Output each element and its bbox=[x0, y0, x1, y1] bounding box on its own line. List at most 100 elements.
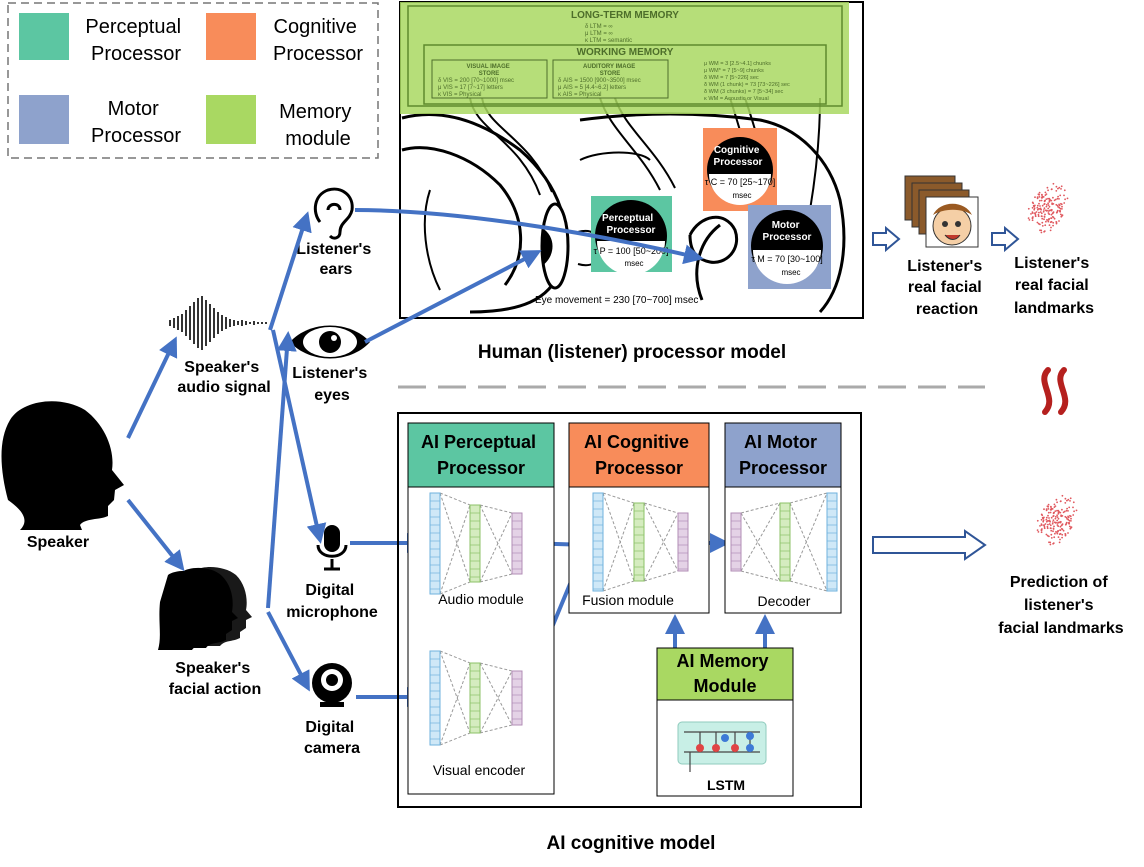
motor-badge-tau: τ M = 70 [30~100] bbox=[751, 254, 823, 264]
microphone-label: Digital microphone bbox=[286, 582, 378, 621]
long-term-memory-title: LONG-TERM MEMORY bbox=[571, 10, 679, 21]
audio-signal-l2: audio signal bbox=[177, 379, 270, 396]
visual-store-param-3: κ VIS = Physical bbox=[438, 92, 482, 98]
long-term-memory-border bbox=[407, 5, 843, 107]
long-term-memory-box bbox=[400, 2, 849, 114]
not-equal-squiggle bbox=[1041, 367, 1069, 415]
arrow-eye-perceptual bbox=[364, 250, 542, 344]
legend-swatch-cognitive bbox=[206, 13, 256, 60]
perceptual-badge-title-2: Processor bbox=[607, 225, 656, 236]
ai-memory-l1: AI Memory bbox=[676, 651, 768, 671]
audio-waveform-icon bbox=[169, 296, 267, 350]
perceptual-processor-badge: Perceptual Processor τ P = 100 [50~200] … bbox=[591, 196, 672, 275]
fusion-module-net bbox=[592, 492, 689, 592]
auditory-store-title-2: STORE bbox=[600, 71, 621, 77]
arrow-to-reaction bbox=[872, 225, 901, 253]
perceptual-badge-unit: msec bbox=[624, 259, 643, 268]
ai-cognitive-header bbox=[568, 422, 710, 488]
ai-model-title: AI cognitive model bbox=[547, 833, 716, 854]
ears-label: Listener's ears bbox=[296, 241, 375, 278]
auditory-store-title-1: AUDITORY IMAGE bbox=[583, 64, 635, 70]
legend-memory-label: Memory module bbox=[279, 101, 357, 150]
human-model-title: Human (listener) processor model bbox=[478, 342, 786, 363]
legend: Perceptual Processor Cognitive Processor… bbox=[7, 2, 379, 159]
cognitive-badge-tau: τ C = 70 [25~170] bbox=[705, 177, 776, 187]
wm-param-4: δ WM (1 chunk) = 73 [73~226] sec bbox=[704, 82, 790, 88]
working-memory-box bbox=[423, 44, 827, 105]
eyes-l1: Listener's bbox=[292, 365, 367, 382]
auditory-store-title: AUDITORY IMAGE STORE bbox=[583, 64, 637, 77]
arrow-face-camera bbox=[266, 611, 310, 692]
perceptual-badge-title: Perceptual Processor bbox=[602, 213, 656, 236]
audio-signal-l1: Speaker's bbox=[184, 359, 259, 376]
eyes-label: Listener's eyes bbox=[292, 365, 371, 404]
perceptual-badge-title-1: Perceptual bbox=[602, 213, 653, 224]
legend-cognitive-l2: Processor bbox=[273, 43, 363, 65]
predicted-landmarks-icon bbox=[1036, 494, 1078, 546]
legend-cognitive-l1: Cognitive bbox=[274, 16, 357, 38]
real-landmarks-label: Listener's real facial landmarks bbox=[1014, 255, 1094, 317]
microphone-l1: Digital bbox=[305, 582, 354, 599]
prediction-l1: Prediction of bbox=[1010, 574, 1108, 591]
facial-action-icon bbox=[158, 567, 252, 650]
visual-encoder-label: Visual encoder bbox=[433, 762, 526, 778]
arrow-ear-perceptual bbox=[354, 208, 704, 265]
speaker-silhouette bbox=[1, 401, 124, 530]
legend-swatch-perceptual bbox=[19, 13, 69, 60]
audio-module-label: Audio module bbox=[438, 591, 524, 607]
ltm-param-3: κ LTM = semantic bbox=[585, 38, 632, 44]
ai-cognitive-label: AI Cognitive Processor bbox=[584, 432, 694, 478]
decoder-label: Decoder bbox=[758, 593, 811, 609]
ai-cognitive-l2: Processor bbox=[595, 458, 683, 478]
cognitive-badge-title-2: Processor bbox=[714, 157, 763, 168]
legend-swatch-motor bbox=[19, 95, 69, 144]
eyes-l2: eyes bbox=[314, 387, 350, 404]
camera-l2: camera bbox=[304, 740, 360, 757]
lstm-cell-icon bbox=[677, 721, 767, 772]
motor-badge-title-2: Processor bbox=[763, 232, 812, 243]
ltm-param-1: δ LTM = ∞ bbox=[585, 24, 613, 30]
microphone-l2: microphone bbox=[286, 604, 378, 621]
real-reaction-l2: real facial bbox=[908, 279, 982, 296]
motor-badge-title: Motor Processor bbox=[763, 220, 812, 243]
facial-action-l1: Speaker's bbox=[175, 660, 250, 677]
arrow-audio-mic bbox=[271, 329, 327, 544]
ai-memory-header bbox=[656, 647, 794, 701]
legend-memory-l1: Memory bbox=[279, 101, 351, 123]
microphone-icon bbox=[316, 525, 348, 571]
camera-label: Digital camera bbox=[304, 719, 360, 757]
prediction-l2: listener's bbox=[1024, 597, 1094, 614]
ai-motor-label: AI Motor Processor bbox=[739, 432, 827, 478]
facial-action-l2: facial action bbox=[169, 681, 261, 698]
arrow-speaker-audio bbox=[126, 336, 178, 439]
ears-l1: Listener's bbox=[296, 241, 371, 258]
prediction-label: Prediction of listener's facial landmark… bbox=[998, 574, 1124, 637]
auditory-store-param-2: μ AIS = 5 [4.4~6.2] letters bbox=[558, 85, 626, 91]
lstm-label: LSTM bbox=[707, 777, 745, 793]
visual-store-params: δ VIS = 200 [70~1000] msec μ VIS = 17 [7… bbox=[438, 78, 516, 98]
ai-cognitive-l1: AI Cognitive bbox=[584, 432, 689, 452]
real-landmarks-l3: landmarks bbox=[1014, 300, 1094, 317]
wm-params: μ WM = 3 [2.5~4.1] chunks μ WM* = 7 [5~9… bbox=[704, 61, 791, 102]
visual-image-store bbox=[431, 59, 548, 99]
auditory-store-param-1: δ AIS = 1500 [900~3500] msec bbox=[558, 78, 641, 84]
visual-encoder-net bbox=[429, 650, 523, 746]
legend-memory-l2: module bbox=[285, 128, 351, 150]
audio-module-net bbox=[429, 492, 523, 595]
real-reaction-l3: reaction bbox=[916, 301, 978, 318]
ltm-param-2: μ LTM = ∞ bbox=[585, 31, 613, 37]
eye-movement-text: Eye movement = 230 [70~700] msec bbox=[535, 295, 698, 306]
legend-motor-label: Motor Processor bbox=[91, 98, 181, 147]
eye-icon bbox=[290, 325, 370, 359]
real-reaction-label: Listener's real facial reaction bbox=[907, 258, 986, 318]
arrow-speaker-face bbox=[126, 498, 185, 572]
legend-perceptual-l2: Processor bbox=[91, 43, 181, 65]
facial-action-label: Speaker's facial action bbox=[169, 660, 261, 698]
real-landmarks-icon bbox=[1027, 182, 1069, 234]
cognitive-badge-title-1: Cognitive bbox=[714, 145, 760, 156]
wm-param-5: δ WM (3 chunks) = 7 [5~34] sec bbox=[704, 89, 783, 95]
human-model-panel: Eye movement = 230 [70~700] msec LONG-TE… bbox=[399, 1, 864, 319]
wm-param-6: κ WM = Acoustic or Visual bbox=[704, 96, 769, 102]
visual-store-title: VISUAL IMAGE STORE bbox=[467, 64, 512, 77]
ai-perceptual-l1: AI Perceptual bbox=[421, 432, 536, 452]
